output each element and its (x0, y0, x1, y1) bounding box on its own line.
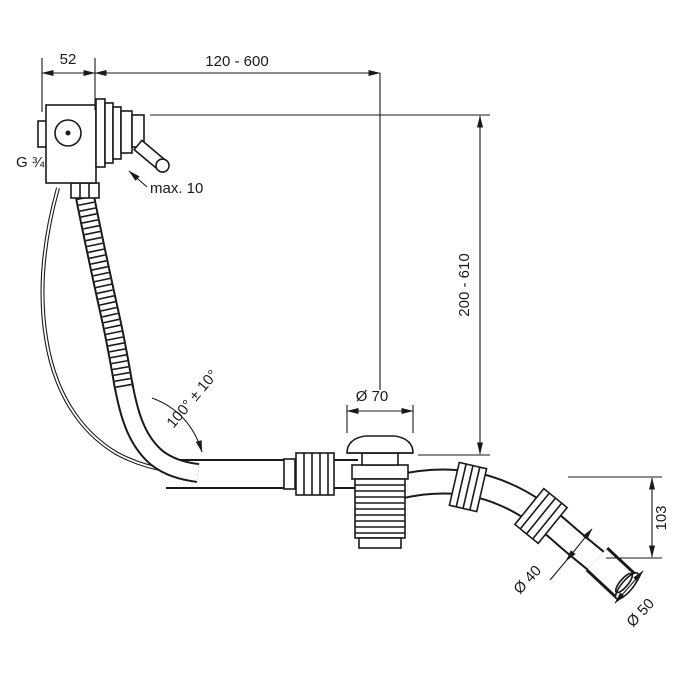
waste-drain-body (346, 435, 414, 549)
pull-cable (40, 187, 171, 473)
dim-label-d50: Ø 50 (623, 595, 658, 630)
coupling-nut-outlet-1 (448, 461, 488, 513)
annotation-max-10: max. 10 (128, 170, 203, 197)
dim-label-200-610: 200 - 610 (456, 253, 473, 316)
pipe-ring (283, 458, 296, 490)
dim-label-103: 103 (653, 505, 670, 530)
label-max-10: max. 10 (150, 180, 203, 197)
coupling-nut-overflow (295, 452, 335, 496)
hose-connector (70, 182, 100, 199)
coupling-nut-outlet-2 (513, 487, 569, 545)
waste-flange-cap (346, 435, 414, 454)
corrugated-hose (75, 195, 134, 390)
dim-label-d70: Ø 70 (356, 388, 389, 405)
thread-hatching (355, 484, 405, 534)
dim-label-d40: Ø 40 (510, 562, 545, 597)
label-thread-g34: G ¾ (16, 154, 45, 171)
dimension-200-610: 200 - 610 (150, 114, 490, 456)
dimension-103: 103 (568, 476, 670, 559)
dim-label-120-600: 120 - 600 (205, 53, 268, 70)
overflow-filler-unit (37, 98, 170, 184)
dimension-120-600: 120 - 600 (94, 53, 381, 390)
annotation-swivel-angle: 100° ± 10° (151, 367, 222, 453)
knob-center (65, 130, 71, 136)
lever-handle (133, 139, 170, 173)
dim-label-52: 52 (60, 51, 77, 68)
label-swivel-angle: 100° ± 10° (163, 367, 221, 432)
hose-bend (113, 380, 200, 483)
dimension-52: 52 (41, 51, 96, 112)
dimension-d70: Ø 70 (346, 388, 414, 433)
